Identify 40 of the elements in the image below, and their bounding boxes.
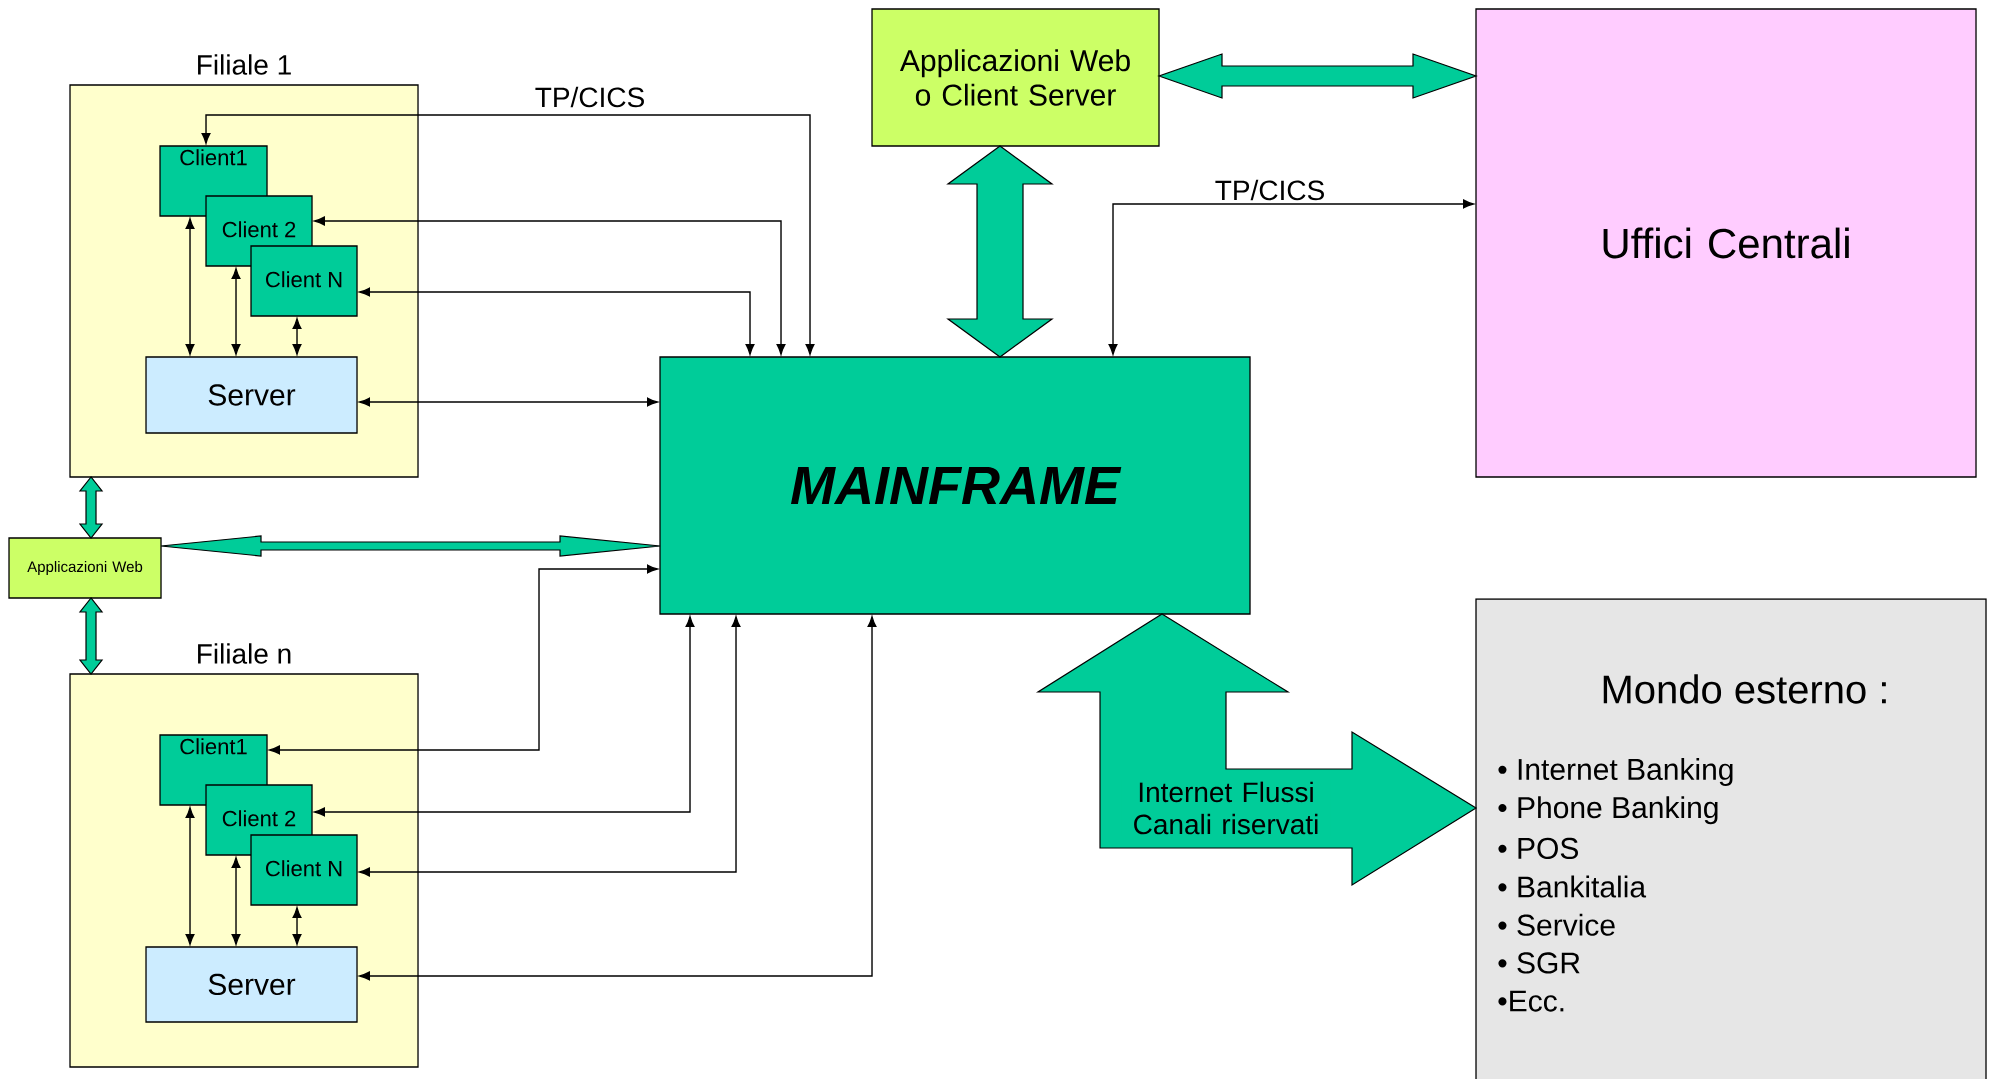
list-item: • Bankitalia (1498, 875, 1647, 898)
office-box: Uffici Centrali (1475, 8, 1977, 478)
arrow (1108, 199, 1474, 355)
arrow (359, 616, 741, 877)
mainframe-box: MAINFRAME (659, 356, 1251, 615)
arrow (292, 907, 302, 945)
arrow (201, 114, 815, 355)
application-box: Applicazioni Web (8, 537, 162, 599)
list-item: • Internet Banking (1498, 758, 1733, 786)
arrow (185, 218, 195, 355)
block-arrow (946, 145, 1054, 358)
edge-label: TP/CICS (532, 84, 648, 110)
list-item: • Service (1498, 913, 1615, 936)
client-box: Client N (250, 245, 358, 317)
heading-text: Mondo esterno : (1603, 674, 1886, 704)
block-arrow (78, 476, 104, 539)
list-item: • SGR (1498, 952, 1580, 974)
arrow (359, 287, 755, 355)
block-arrow (160, 535, 661, 557)
node-label: Filiale 1 (198, 54, 291, 75)
node-label: Filiale n (198, 643, 291, 664)
arrow (359, 616, 877, 981)
server-box: Server (145, 356, 358, 434)
arrow (231, 857, 241, 945)
arrow-label: Internet Flussi Canali riservati (1121, 779, 1331, 837)
arrow (231, 268, 241, 355)
arrow (185, 807, 195, 945)
arrow (292, 318, 302, 355)
server-box: Server (145, 946, 358, 1023)
application-box: Applicazioni Web o Client Server (871, 8, 1160, 147)
arrow (269, 564, 658, 755)
edge-label: TP/CICS (1212, 177, 1328, 203)
list-item: • Phone Banking (1498, 796, 1718, 825)
list-item: •Ecc. (1498, 990, 1564, 1012)
arrow (314, 216, 786, 355)
arrow (314, 616, 695, 817)
arrow (359, 397, 658, 407)
block-arrow (78, 597, 104, 675)
client-box: Client N (250, 834, 358, 906)
list-item: • POS (1498, 837, 1578, 859)
